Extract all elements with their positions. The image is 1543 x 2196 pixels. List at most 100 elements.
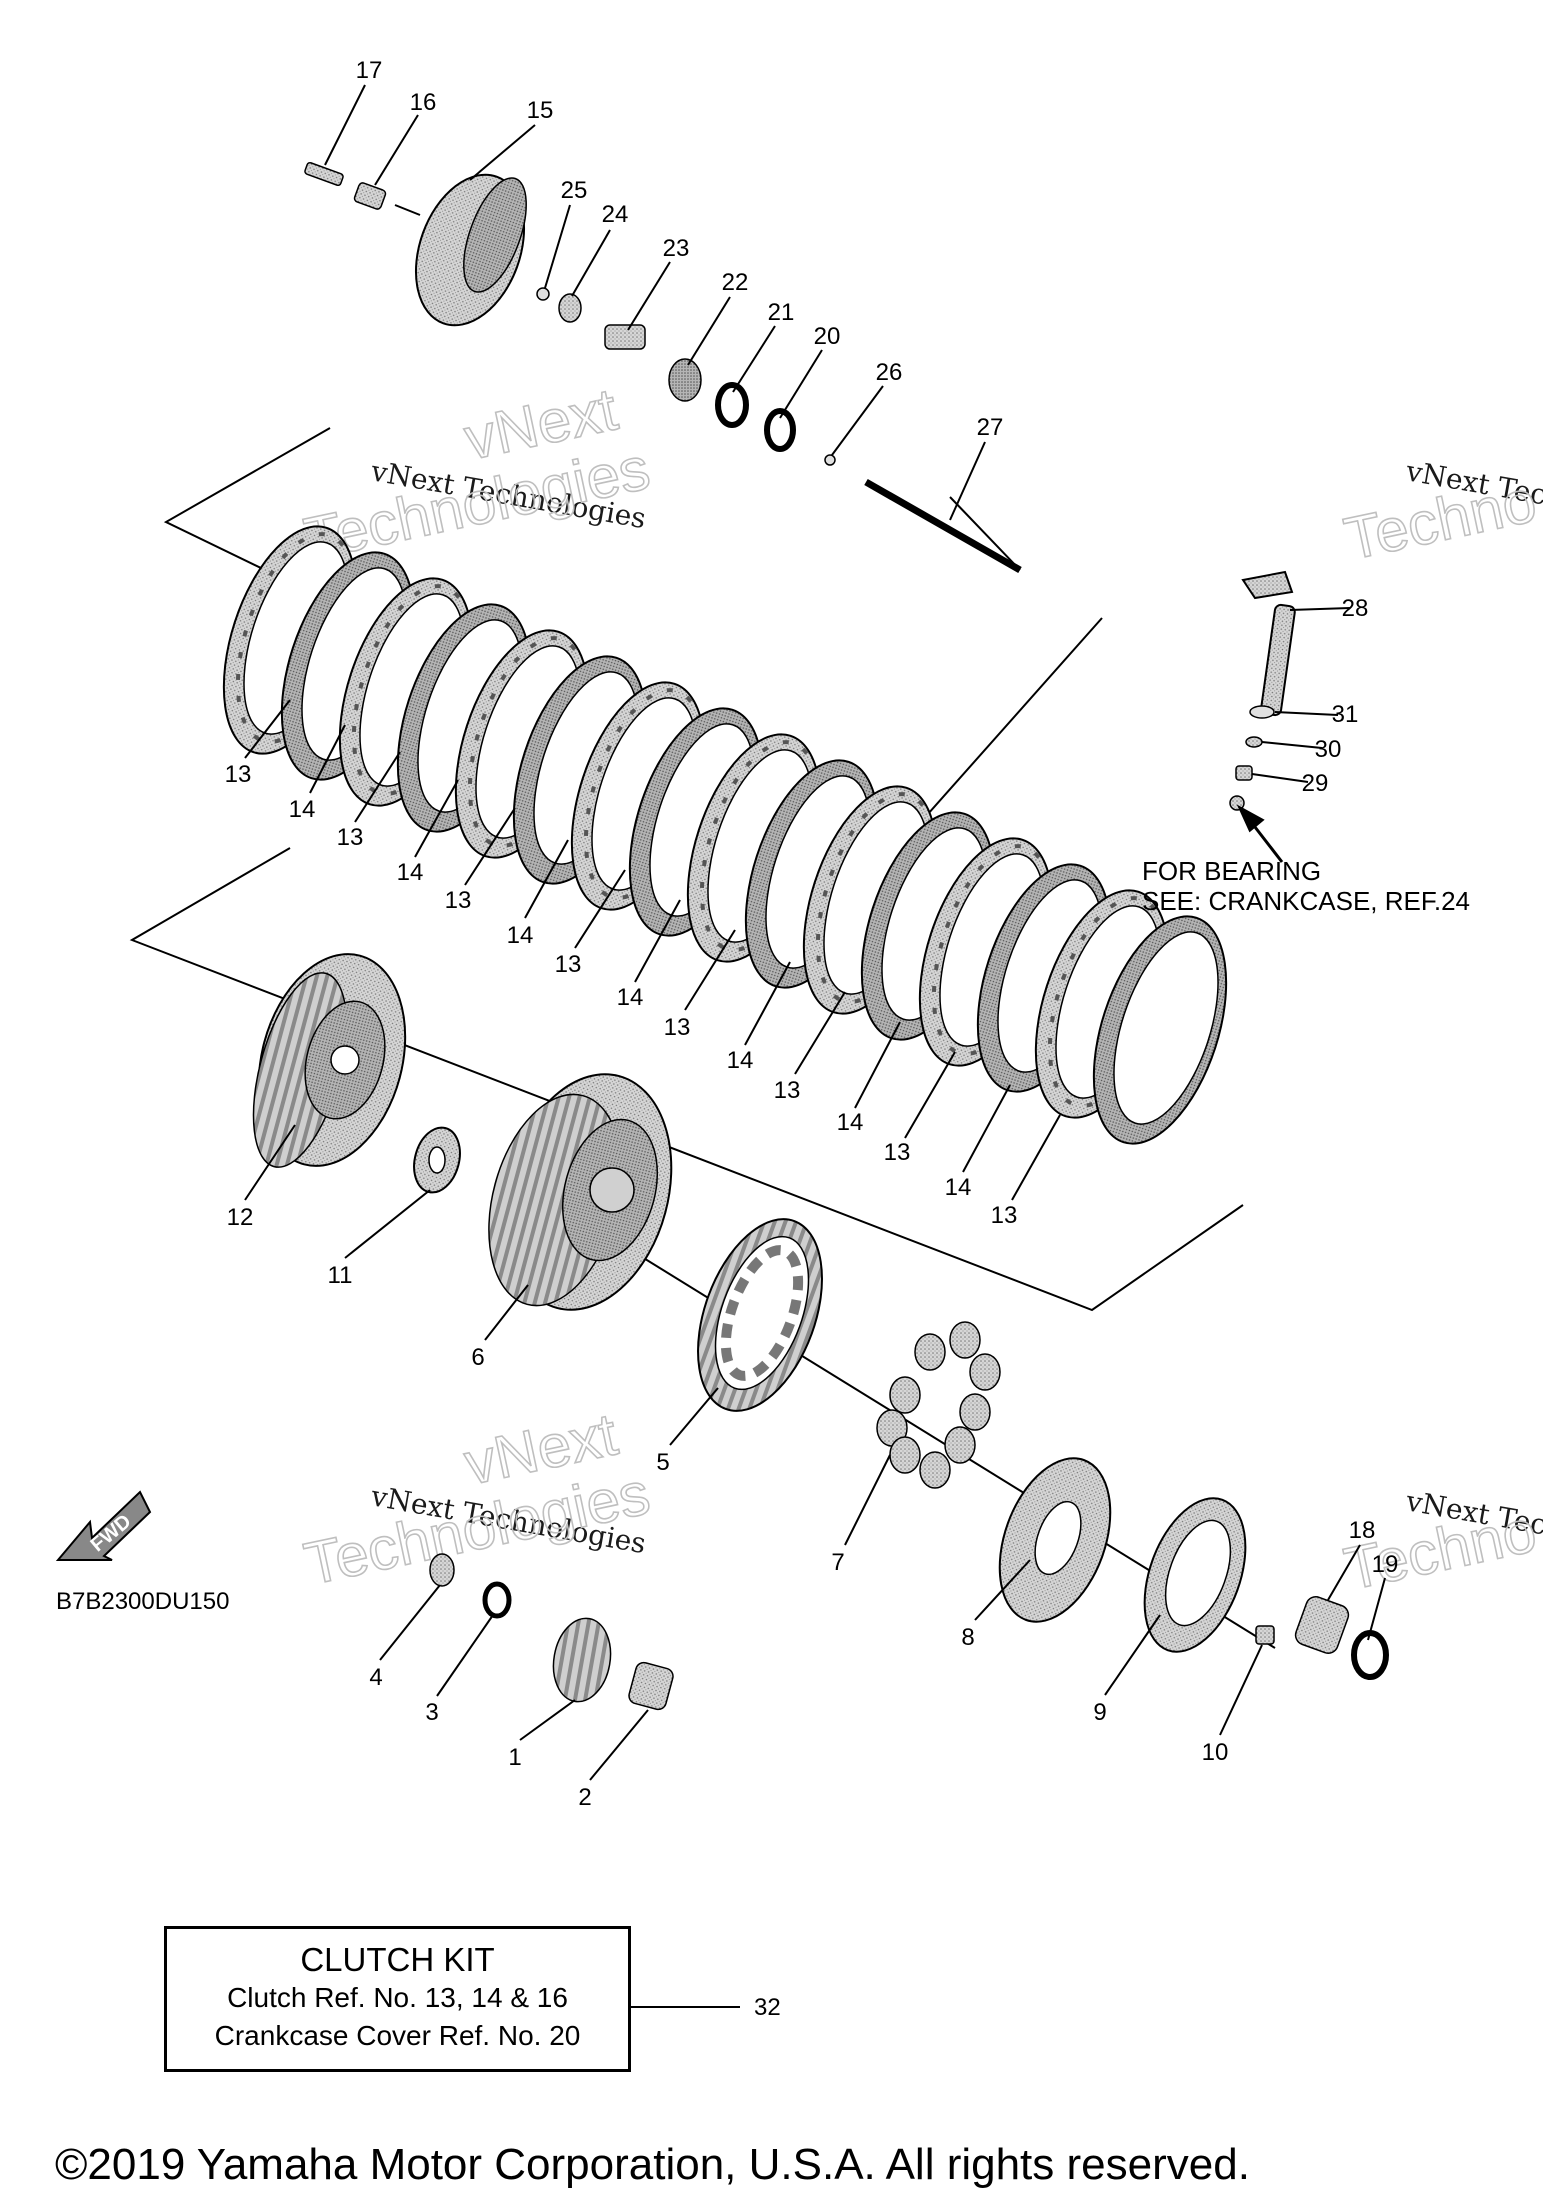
callout-13: 13 bbox=[884, 1139, 911, 1166]
callout-leaders bbox=[244, 84, 1386, 1781]
clutch-housing-6 bbox=[488, 1073, 673, 1311]
leader-line bbox=[519, 1699, 576, 1741]
plate-8 bbox=[998, 1457, 1112, 1623]
leader-line bbox=[1219, 1644, 1263, 1736]
callout-9: 9 bbox=[1093, 1699, 1106, 1726]
callout-10: 10 bbox=[1202, 1739, 1229, 1766]
leader-line bbox=[1104, 1614, 1161, 1696]
leader-line bbox=[1011, 1114, 1061, 1201]
leader-line bbox=[684, 929, 736, 1011]
leader-line bbox=[484, 1284, 529, 1341]
leader-line bbox=[436, 1614, 494, 1697]
leader-line bbox=[324, 84, 366, 166]
leader-line bbox=[414, 779, 459, 858]
callout-14: 14 bbox=[289, 796, 316, 823]
callout-18: 18 bbox=[1349, 1517, 1376, 1544]
damper bbox=[919, 1451, 951, 1489]
callout-30: 30 bbox=[1315, 736, 1342, 763]
callout-13: 13 bbox=[991, 1202, 1018, 1229]
fwd-arrow-icon: FWD bbox=[55, 1490, 152, 1561]
steel-plate-14 bbox=[1092, 915, 1228, 1145]
damper bbox=[914, 1333, 946, 1371]
leader-line bbox=[949, 441, 986, 521]
clutch-kit-line2: Crankcase Cover Ref. No. 20 bbox=[214, 2020, 581, 2051]
leader-line bbox=[744, 961, 791, 1046]
leader-line bbox=[627, 261, 671, 331]
push-lever-28 bbox=[1241, 570, 1296, 717]
leader-line bbox=[571, 229, 611, 297]
bearing-note: FOR BEARING SEE: CRANKCASE, REF.24 bbox=[1142, 856, 1470, 916]
callout-19: 19 bbox=[1372, 1551, 1399, 1578]
damper bbox=[959, 1393, 991, 1431]
callout-13: 13 bbox=[555, 951, 582, 978]
leader-line bbox=[244, 699, 291, 759]
callout-25: 25 bbox=[561, 177, 588, 204]
callout-14: 14 bbox=[727, 1047, 754, 1074]
bearing-note-line1: FOR BEARING bbox=[1142, 856, 1322, 886]
parts-10-18-19 bbox=[1255, 1596, 1389, 1680]
damper bbox=[944, 1426, 976, 1464]
damper bbox=[889, 1436, 921, 1474]
damper-set-7 bbox=[876, 1321, 1001, 1489]
leader-line bbox=[974, 1559, 1031, 1621]
leader-line bbox=[1327, 1544, 1361, 1601]
leader-line bbox=[589, 1709, 649, 1781]
bearing-note-line2: SEE: CRANKCASE, REF.24 bbox=[1142, 886, 1470, 916]
callout-13: 13 bbox=[774, 1077, 801, 1104]
callout-14: 14 bbox=[837, 1109, 864, 1136]
callout-14: 14 bbox=[397, 859, 424, 886]
callout-13: 13 bbox=[445, 887, 472, 914]
leader-line bbox=[831, 385, 884, 456]
leader-line bbox=[344, 1189, 431, 1259]
leader-line bbox=[379, 1584, 441, 1661]
clutch-kit-ref: 32 bbox=[754, 1994, 781, 2021]
callout-11: 11 bbox=[328, 1262, 353, 1289]
callout-8: 8 bbox=[961, 1624, 974, 1651]
leader-line bbox=[669, 1387, 719, 1446]
leader-line bbox=[732, 325, 776, 393]
callout-31: 31 bbox=[1332, 701, 1359, 728]
callout-27: 27 bbox=[977, 414, 1004, 441]
leader-line bbox=[374, 114, 419, 186]
callout-13: 13 bbox=[664, 1014, 691, 1041]
leader-line bbox=[309, 724, 346, 794]
leader-line bbox=[687, 296, 731, 366]
driven-gear-5 bbox=[697, 1218, 823, 1412]
leader-line bbox=[354, 751, 401, 823]
clutch-kit-box: CLUTCH KIT Clutch Ref. No. 13, 14 & 16 C… bbox=[164, 1926, 631, 2072]
callout-5: 5 bbox=[656, 1449, 669, 1476]
leader-line bbox=[904, 1051, 956, 1139]
damper bbox=[949, 1321, 981, 1359]
leader-line bbox=[1274, 711, 1339, 716]
damper bbox=[969, 1353, 1001, 1391]
callout-13: 13 bbox=[225, 761, 252, 788]
bolt-17 bbox=[304, 161, 344, 187]
leader-line bbox=[854, 1021, 901, 1109]
leader-line bbox=[544, 204, 571, 289]
callout-17: 17 bbox=[356, 57, 383, 84]
leader-line bbox=[634, 899, 681, 983]
callout-14: 14 bbox=[945, 1174, 972, 1201]
leader-line bbox=[779, 349, 823, 419]
leader-line bbox=[1261, 741, 1323, 749]
callout-3: 3 bbox=[425, 1699, 438, 1726]
leader-line bbox=[844, 1454, 891, 1546]
leader-line bbox=[524, 839, 569, 919]
pressure-plate-15 bbox=[414, 173, 527, 327]
leader-line bbox=[1251, 773, 1309, 783]
leader-line bbox=[469, 124, 536, 181]
bearing-arrow bbox=[1236, 804, 1284, 863]
clutch-spring-16 bbox=[353, 182, 387, 210]
parts-1-4 bbox=[429, 1553, 674, 1711]
callout-24: 24 bbox=[602, 201, 629, 228]
damper bbox=[889, 1376, 921, 1414]
leader-line bbox=[464, 807, 516, 886]
leader-line bbox=[962, 1084, 1011, 1173]
plate-9 bbox=[1143, 1497, 1247, 1653]
leader-line bbox=[1289, 607, 1351, 611]
callout-23: 23 bbox=[663, 235, 690, 262]
clutch-kit-line1: Clutch Ref. No. 13, 14 & 16 bbox=[227, 1982, 568, 2013]
